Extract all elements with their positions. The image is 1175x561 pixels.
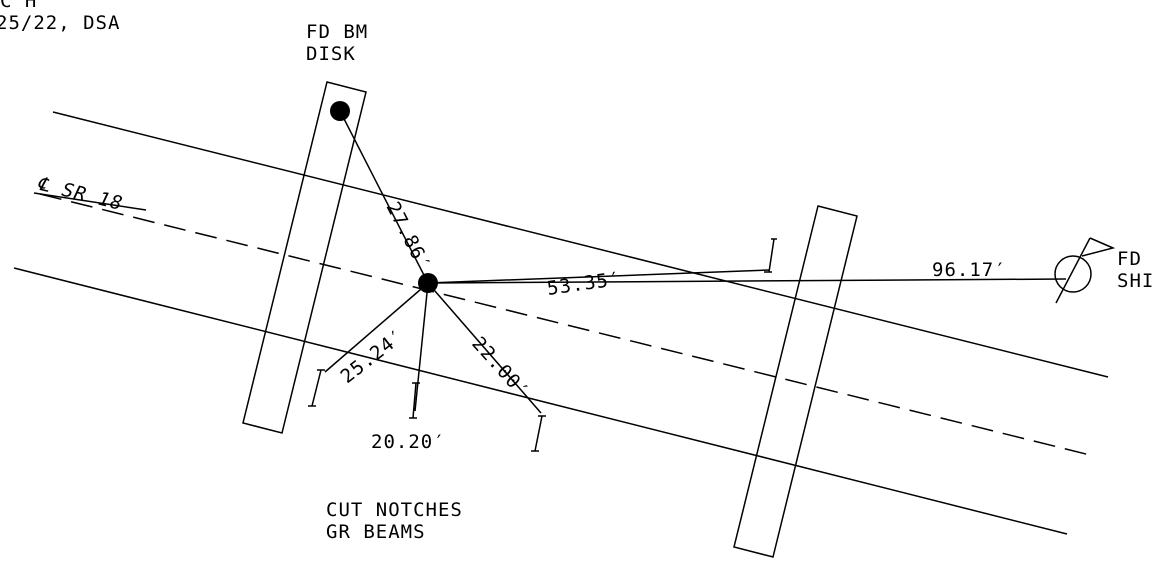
distance-label-shiner: 96.17′ bbox=[932, 259, 1007, 281]
notch-marker-bottom bbox=[409, 382, 420, 419]
notch-marker-lower-right bbox=[531, 415, 546, 452]
tie-line-to-notch-left bbox=[324, 282, 429, 373]
road-edge-lower bbox=[13, 267, 1068, 535]
shiner-label-line-2: SHI bbox=[1117, 270, 1154, 292]
header-line-1: C H bbox=[0, 0, 37, 12]
tie-line-to-disk bbox=[339, 110, 429, 284]
tie-line-to-notch-lower-right bbox=[427, 282, 542, 414]
tie-line-to-notch-bottom bbox=[414, 282, 429, 412]
road-edge-upper bbox=[52, 111, 1109, 378]
distance-label-notch-right: 53.35′ bbox=[546, 268, 623, 300]
centerline-label-underline bbox=[33, 192, 147, 211]
shiner-symbol-icon bbox=[1054, 237, 1116, 304]
tie-line-to-shiner bbox=[427, 278, 1067, 284]
header-line-2: 25/22, DSA bbox=[0, 12, 120, 34]
notch-marker-right bbox=[764, 238, 777, 273]
shiner-label-line-1: FD bbox=[1117, 248, 1142, 270]
distance-label-notch-lower-right: 22.00′ bbox=[467, 333, 533, 403]
monument-label-line-2: DISK bbox=[306, 43, 356, 65]
distance-label-disk: 27.86′ bbox=[382, 198, 435, 274]
distance-label-notch-bottom: 20.20′ bbox=[371, 431, 446, 453]
distance-label-notch-left: 25.24′ bbox=[337, 325, 409, 388]
guardrail-beam-left bbox=[242, 81, 367, 434]
note-line-1: CUT NOTCHES bbox=[326, 499, 463, 521]
note-line-2: GR BEAMS bbox=[326, 521, 426, 543]
centerline bbox=[39, 193, 1091, 456]
guardrail-beam-right bbox=[733, 205, 858, 558]
monument-label-line-1: FD BM bbox=[306, 21, 368, 43]
tie-line-to-notch-right bbox=[427, 269, 770, 284]
centerline-label: ℄ SR 18 bbox=[35, 173, 126, 216]
notch-marker-left bbox=[308, 369, 325, 407]
